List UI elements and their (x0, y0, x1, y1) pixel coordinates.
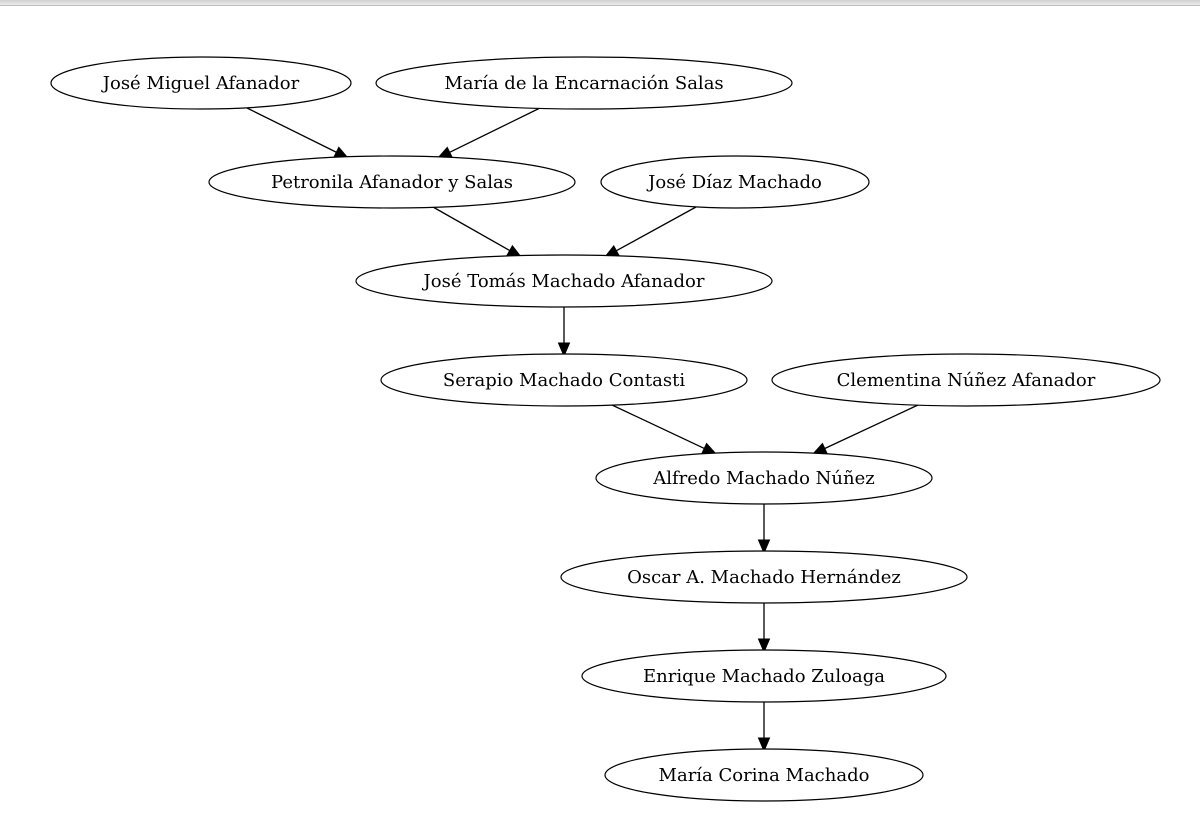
edge-clementina-to-alfredo (811, 404, 919, 455)
edge-maria_encarnacion-to-petronila (436, 107, 541, 159)
node-label: Clementina Núñez Afanador (837, 370, 1096, 391)
node-label: María Corina Machado (659, 765, 870, 786)
edge-jose_diaz-to-jose_tomas (603, 206, 697, 258)
node-label: José Díaz Machado (646, 172, 822, 193)
node-ellipse (50, 56, 352, 110)
node-alfredo: Alfredo Machado Núñez (595, 451, 933, 505)
node-maria_encarnacion: María de la Encarnación Salas (375, 56, 793, 110)
edge-enrique-to-maria_corina (757, 701, 771, 753)
edge-line (611, 404, 705, 450)
node-ellipse (581, 649, 947, 703)
edge-oscar-to-enrique (757, 602, 771, 654)
node-ellipse (375, 56, 793, 110)
arrowhead (757, 539, 771, 555)
node-label: Serapio Machado Contasti (443, 370, 685, 391)
node-enrique: Enrique Machado Zuloaga (581, 649, 947, 703)
node-ellipse (208, 155, 576, 209)
node-ellipse (771, 353, 1161, 407)
edge-line (824, 404, 919, 450)
node-label: José Miguel Afanador (101, 73, 300, 94)
node-ellipse (355, 254, 773, 308)
edge-line (616, 206, 697, 252)
node-label: María de la Encarnación Salas (444, 73, 723, 94)
node-label: José Tomás Machado Afanador (422, 271, 705, 292)
node-jose_tomas: José Tomás Machado Afanador (355, 254, 773, 308)
edge-petronila-to-jose_tomas (432, 206, 523, 258)
node-petronila: Petronila Afanador y Salas (208, 155, 576, 209)
arrowhead (757, 638, 771, 654)
window-top-border (0, 0, 1200, 6)
node-label: Petronila Afanador y Salas (271, 172, 513, 193)
arrowhead (757, 737, 771, 753)
node-ellipse (600, 155, 870, 209)
node-label: Enrique Machado Zuloaga (643, 666, 885, 687)
edge-line (432, 206, 511, 252)
edge-alfredo-to-oscar (757, 503, 771, 555)
node-jose_miguel: José Miguel Afanador (50, 56, 352, 110)
node-clementina: Clementina Núñez Afanador (771, 353, 1161, 407)
node-label: Oscar A. Machado Hernández (627, 567, 901, 588)
node-maria_corina: María Corina Machado (604, 748, 924, 802)
nodes-layer: José Miguel Afanador María de la Encarnac… (50, 56, 1161, 802)
arrowhead (811, 442, 828, 455)
node-oscar: Oscar A. Machado Hernández (560, 550, 968, 604)
edge-line (246, 107, 337, 153)
node-ellipse (604, 748, 924, 802)
arrowhead (557, 342, 571, 358)
node-ellipse (560, 550, 968, 604)
node-serapio: Serapio Machado Contasti (380, 353, 748, 407)
node-jose_diaz: José Díaz Machado (600, 155, 870, 209)
edge-line (449, 107, 541, 153)
node-label: Alfredo Machado Núñez (652, 468, 874, 489)
edge-serapio-to-alfredo (611, 404, 718, 455)
edge-jose_miguel-to-petronila (246, 107, 350, 159)
edge-jose_tomas-to-serapio (557, 306, 571, 358)
node-ellipse (380, 353, 748, 407)
node-ellipse (595, 451, 933, 505)
arrowhead (701, 442, 718, 455)
